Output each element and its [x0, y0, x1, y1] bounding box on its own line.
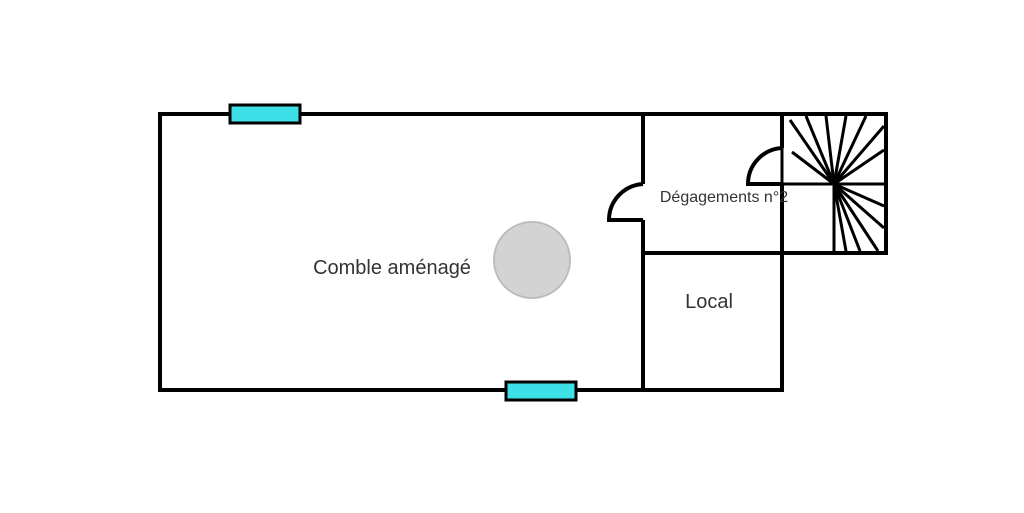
attic-door: [606, 182, 644, 222]
staircase: [780, 112, 888, 255]
windows: [228, 103, 578, 402]
storage-label: Local: [685, 291, 733, 313]
stair-door: [745, 146, 783, 186]
window-bottom: [504, 380, 578, 402]
hallway-label: Dégagements n°2: [660, 189, 788, 206]
attic-label: Comble aménagé: [313, 257, 471, 279]
stair-treads: [788, 115, 886, 252]
doors: [606, 146, 783, 222]
column: [493, 221, 571, 299]
window-top: [228, 103, 302, 125]
